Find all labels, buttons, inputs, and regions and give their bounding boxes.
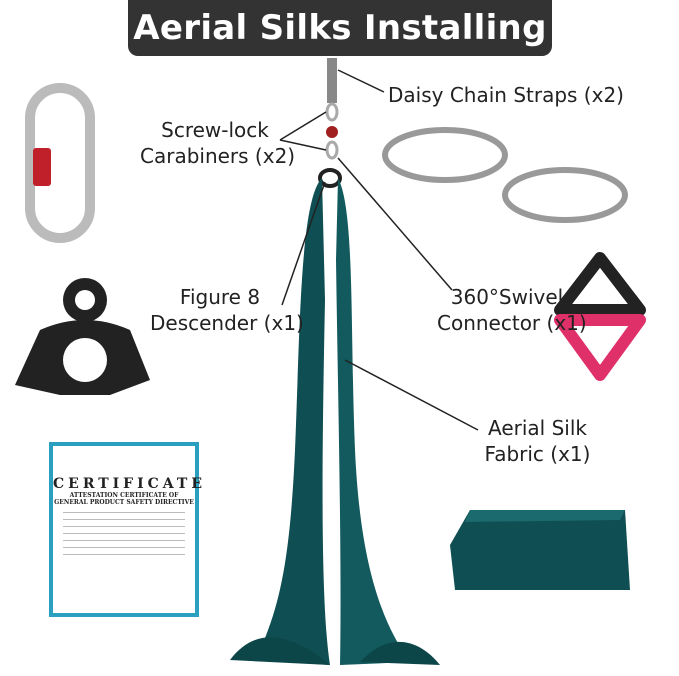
- fabric-label-line2: Fabric (x1): [484, 442, 591, 466]
- certificate-image: CERTIFICATE ATTESTATION CERTIFICATE OF G…: [49, 442, 206, 617]
- hanging-hardware: [318, 58, 342, 188]
- title-bar: Aerial Silks Installing: [128, 0, 552, 56]
- certificate-subtitle-1: ATTESTATION CERTIFICATE OF: [69, 492, 179, 499]
- carabiners-label-line1: Screw-lock: [161, 118, 269, 142]
- page-title: Aerial Silks Installing: [133, 8, 547, 48]
- daisy-chain-straps-image: [382, 127, 628, 223]
- folded-silk-fabric: [450, 510, 630, 590]
- certificate-text-lines: [53, 512, 195, 555]
- aerial-silk-hanging: [230, 178, 440, 665]
- carabiners-label: Screw-lock Carabiners (x2): [140, 117, 296, 169]
- certificate-heading: CERTIFICATE: [53, 476, 206, 492]
- carabiners-label-line2: Carabiners (x2): [140, 144, 296, 168]
- descender-label: Figure 8 Descender (x1): [150, 284, 304, 336]
- certificate-subtitle-2: GENERAL PRODUCT SAFETY DIRECTIVE: [54, 499, 194, 506]
- fabric-label-line1: Aerial Silk: [488, 416, 587, 440]
- fabric-label: Aerial Silk Fabric (x1): [475, 415, 600, 467]
- figure-8-descender-image: [15, 278, 150, 395]
- swivel-label-line1: 360°Swivel: [450, 285, 564, 309]
- descender-label-line2: Descender (x1): [150, 311, 304, 335]
- swivel-connector-image: [554, 252, 646, 381]
- descender-label-line1: Figure 8: [179, 285, 261, 309]
- swivel-label-line2: Connector (x1): [437, 311, 587, 335]
- swivel-label: 360°Swivel Connector (x1): [437, 284, 587, 336]
- leader-lines: [279, 69, 479, 431]
- carabiner-image: [25, 83, 95, 243]
- daisy-chain-label: Daisy Chain Straps (x2): [388, 83, 624, 107]
